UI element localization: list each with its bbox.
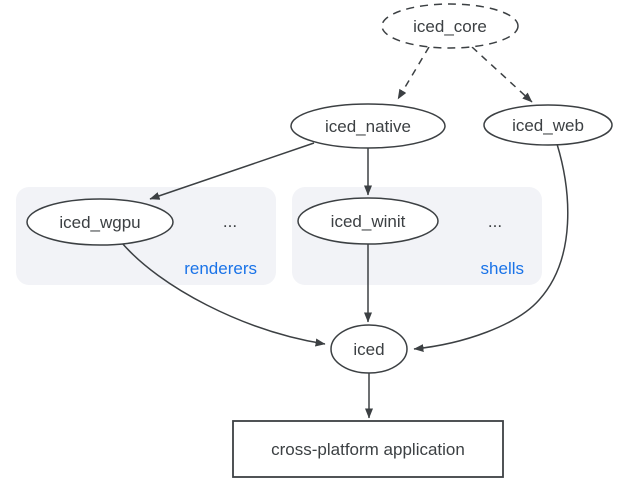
edge-iced-core-to-iced-native xyxy=(397,46,430,100)
node-iced-core-shape xyxy=(381,3,519,49)
node-iced-core-label: iced_core xyxy=(413,17,487,36)
node-cross-platform-application: cross-platform application xyxy=(232,420,504,478)
edge-iced-web-to-iced xyxy=(413,143,569,353)
edge-iced-wgpu-to-iced xyxy=(121,242,326,347)
node-iced-winit-label: iced_winit xyxy=(331,212,406,231)
group-shells-label: shells xyxy=(481,259,524,278)
node-iced-winit: iced_winit xyxy=(297,197,439,245)
node-iced-web-shape xyxy=(483,104,613,146)
node-iced-wgpu-label: iced_wgpu xyxy=(59,213,140,232)
node-iced-web-label: iced_web xyxy=(512,116,584,135)
node-iced-web: iced_web xyxy=(483,104,613,146)
node-iced: iced xyxy=(330,324,408,374)
node-iced-winit-shape xyxy=(297,197,439,245)
node-cross-platform-application-shape xyxy=(232,420,504,478)
node-iced-wgpu-shape xyxy=(26,198,174,246)
node-iced-native: iced_native xyxy=(290,103,446,149)
node-iced-native-label: iced_native xyxy=(325,117,411,136)
node-iced-core: iced_core xyxy=(381,3,519,49)
node-iced-wgpu: iced_wgpu xyxy=(26,198,174,246)
edge-iced-native-to-iced-wgpu xyxy=(149,142,315,200)
group-renderers-label: renderers xyxy=(184,259,257,278)
group-renderers-ellipsis: ... xyxy=(223,212,237,231)
node-iced-shape xyxy=(330,324,408,374)
group-shells-ellipsis: ... xyxy=(488,212,502,231)
node-iced-native-shape xyxy=(290,103,446,149)
node-cross-platform-application-label: cross-platform application xyxy=(271,440,465,459)
node-iced-label: iced xyxy=(353,340,384,359)
edge-iced-core-to-iced-web xyxy=(471,46,533,103)
